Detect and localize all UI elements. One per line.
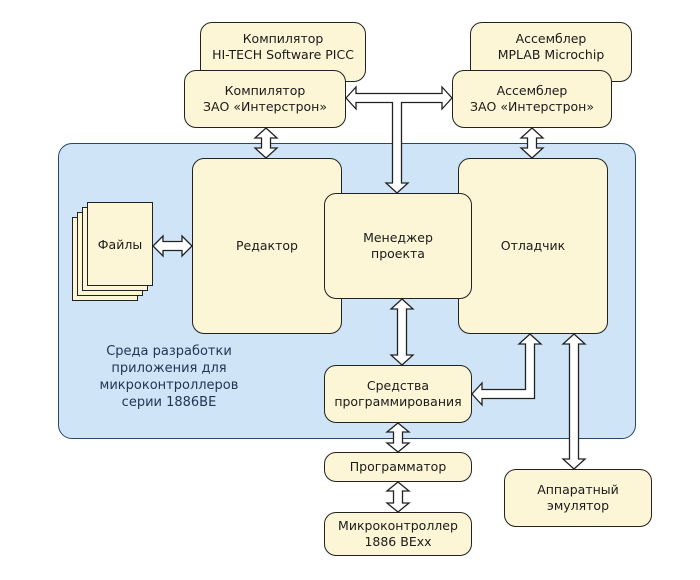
- editor-block: Редактор: [192, 158, 342, 334]
- hardware-emulator-block: Аппаратный эмулятор: [504, 469, 652, 527]
- debugger-label: Отладчик: [500, 238, 566, 253]
- arrow-programmer-microcontroller: [385, 481, 411, 513]
- hardware-emulator-label: Аппаратный эмулятор: [537, 482, 619, 513]
- programming-tools-block: Средства программирования: [324, 365, 472, 423]
- editor-label: Редактор: [236, 238, 298, 253]
- compiler-interstron-label: Компилятор ЗАО «Интерстрон»: [202, 83, 327, 114]
- programming-tools-label: Средства программирования: [334, 378, 462, 409]
- assembler-mplab-label: Ассемблер MPLAB Microchip: [497, 31, 605, 62]
- programmer-label: Программатор: [349, 459, 447, 474]
- assembler-interstron-block: Ассемблер ЗАО «Интерстрон»: [452, 70, 612, 128]
- environment-label: Среда разработки приложения для микрокон…: [99, 344, 239, 410]
- project-manager-label: Менеджер проекта: [363, 230, 433, 261]
- compiler-interstron-block: Компилятор ЗАО «Интерстрон»: [184, 70, 346, 128]
- files-label: Файлы: [97, 237, 143, 252]
- files-block: Файлы: [87, 202, 153, 286]
- microcontroller-block: Микроконтроллер 1886 ВЕхх: [324, 512, 472, 556]
- debugger-block: Отладчик: [458, 158, 608, 334]
- microcontroller-label: Микроконтроллер 1886 ВЕхх: [338, 518, 458, 549]
- programmer-block: Программатор: [324, 452, 472, 482]
- compiler-hitech-label: Компилятор HI-TECH Software PICC: [212, 31, 354, 62]
- project-manager-block: Менеджер проекта: [324, 193, 472, 299]
- assembler-interstron-label: Ассемблер ЗАО «Интерстрон»: [469, 83, 594, 114]
